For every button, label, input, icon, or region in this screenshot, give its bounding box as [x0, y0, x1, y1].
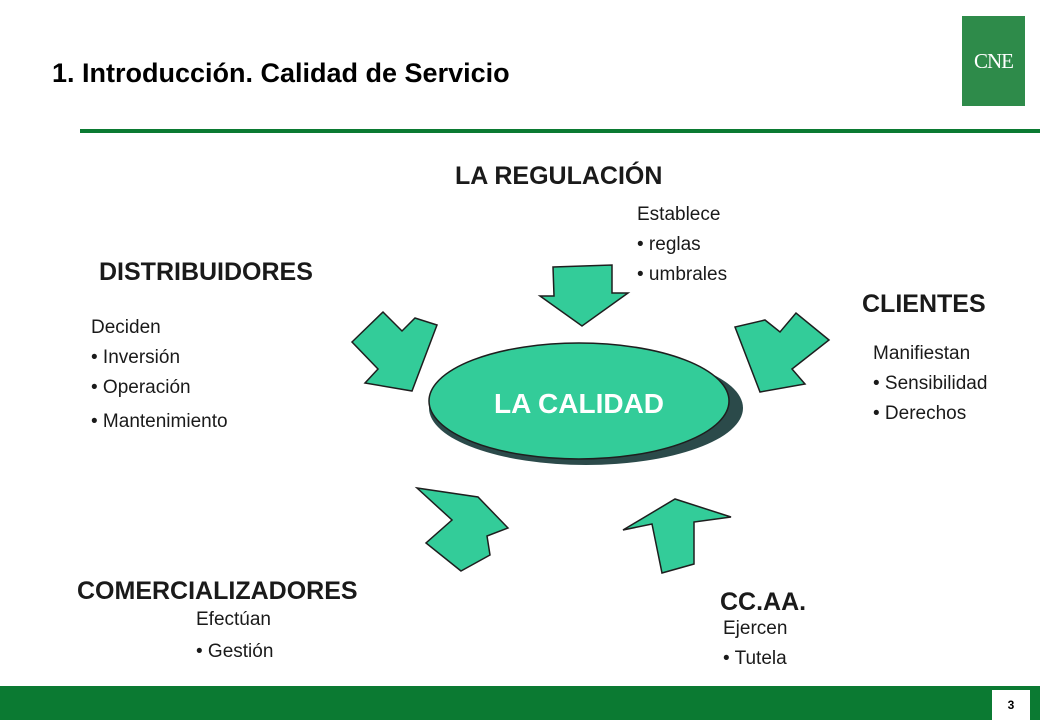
footer-bar [0, 686, 1040, 720]
distribuidores-heading: DISTRIBUIDORES [99, 258, 313, 286]
distribuidores-line: • Inversión [91, 347, 181, 368]
arrow-regulacion [537, 264, 631, 327]
distribuidores-line: • Operación [91, 377, 191, 398]
clientes-heading: CLIENTES [862, 290, 986, 318]
distribuidores-line: Deciden [91, 317, 161, 338]
distribuidores-description: Deciden • Inversión • Operación • Manten… [91, 313, 228, 437]
ccaa-line: Ejercen [723, 618, 788, 639]
ccaa-description: Ejercen • Tutela [723, 614, 787, 674]
clientes-description: Manifiestan • Sensibilidad • Derechos [873, 339, 987, 429]
logo-text: CNE [974, 48, 1014, 73]
arrow-distribuidores [350, 310, 438, 392]
clientes-line: • Sensibilidad [873, 373, 988, 394]
arrow-comercializadores [414, 486, 510, 572]
comercializadores-description: Efectúan • Gestión [196, 604, 273, 668]
calidad-label: LA CALIDAD [494, 388, 664, 419]
page-title: 1. Introducción. Calidad de Servicio [52, 58, 510, 88]
regulacion-description: Establece • reglas • umbrales [637, 200, 727, 290]
ccaa-heading: CC.AA. [720, 588, 807, 616]
comercializadores-line: Efectúan [196, 609, 271, 630]
clientes-line: • Derechos [873, 403, 967, 424]
regulacion-line: Establece [637, 204, 721, 225]
comercializadores-line: • Gestión [196, 641, 274, 662]
calidad-ellipse [428, 342, 730, 460]
regulacion-line: • reglas [637, 234, 701, 255]
distribuidores-line: • Mantenimiento [91, 411, 228, 432]
page-number: 3 [992, 690, 1030, 720]
cne-logo: CNE [962, 16, 1025, 106]
ccaa-line: • Tutela [723, 648, 787, 669]
title-divider [80, 129, 1040, 133]
comercializadores-heading: COMERCIALIZADORES [77, 577, 358, 605]
arrow-ccaa [622, 498, 732, 574]
arrow-clientes [733, 311, 831, 393]
regulacion-heading: LA REGULACIÓN [455, 162, 663, 190]
clientes-line: Manifiestan [873, 343, 971, 364]
regulacion-line: • umbrales [637, 264, 728, 285]
